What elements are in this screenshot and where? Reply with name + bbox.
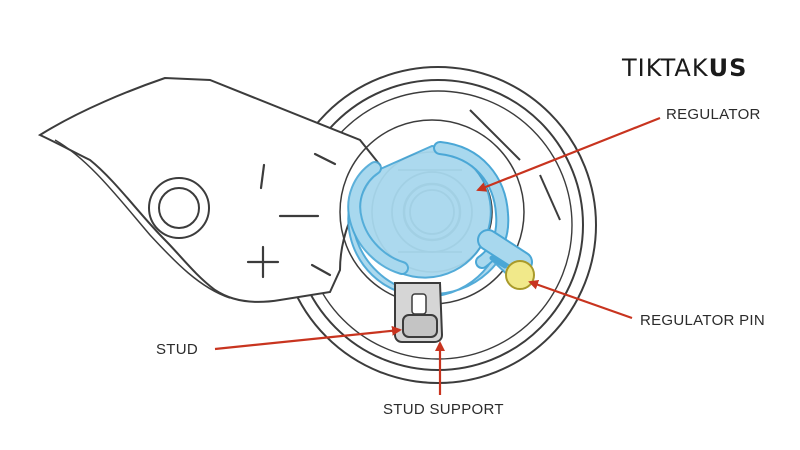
balance-cock — [37, 76, 382, 303]
cock-screw — [148, 177, 210, 239]
stud-arrow — [214, 325, 402, 351]
regulator-scale — [246, 152, 337, 279]
brand-suffix: US — [708, 54, 748, 82]
regulator-pin-arrow — [528, 279, 633, 320]
regulator — [347, 141, 533, 298]
label-regulator: REGULATOR — [666, 106, 761, 123]
brand-prefix: TIKTAK — [622, 54, 709, 82]
label-regulator-pin: REGULATOR PIN — [640, 312, 766, 329]
label-stud: STUD — [156, 341, 199, 358]
stud — [402, 314, 438, 338]
balance-wheel — [279, 66, 597, 384]
regulator-pin — [505, 260, 535, 290]
regulator-arrow — [476, 116, 661, 192]
brand-logo: TIKTAKUS — [622, 54, 747, 82]
label-stud-support: STUD SUPPORT — [383, 401, 504, 418]
callout-arrows — [214, 116, 661, 395]
